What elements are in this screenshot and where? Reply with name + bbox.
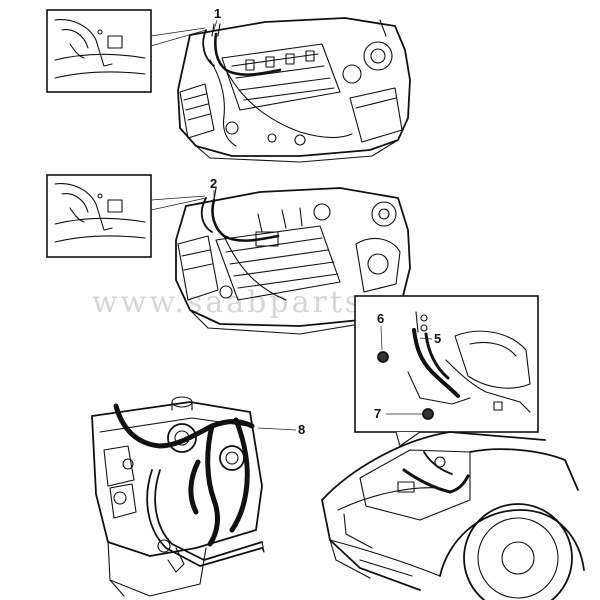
detail-inset-box [354, 295, 539, 433]
car-front [321, 431, 585, 600]
callout-8-label: 8 [298, 422, 305, 437]
inset-dashboard-top [54, 19, 146, 79]
callout-5-label: 5 [434, 331, 441, 346]
engine-assembly: 8 [91, 396, 305, 597]
callout-6-label: 6 [377, 311, 384, 326]
callout-1-leader [213, 19, 218, 31]
callout-2-label: 2 [210, 176, 217, 191]
callout-1-label: 1 [214, 6, 221, 21]
callout-5-leader [419, 337, 433, 340]
grommet-6 [377, 351, 389, 363]
inset-dashboard-middle [54, 183, 146, 243]
engine-bay-middle: 2 [46, 174, 411, 335]
detail-inset: 6 5 7 [354, 295, 539, 447]
engine-bay-top: 1 [46, 6, 411, 163]
callout-6-leader [380, 325, 383, 351]
callout-8-leader [257, 427, 297, 431]
inset-box-middle [46, 174, 152, 258]
callout-7-label: 7 [374, 406, 381, 421]
grommet-7 [422, 408, 434, 420]
